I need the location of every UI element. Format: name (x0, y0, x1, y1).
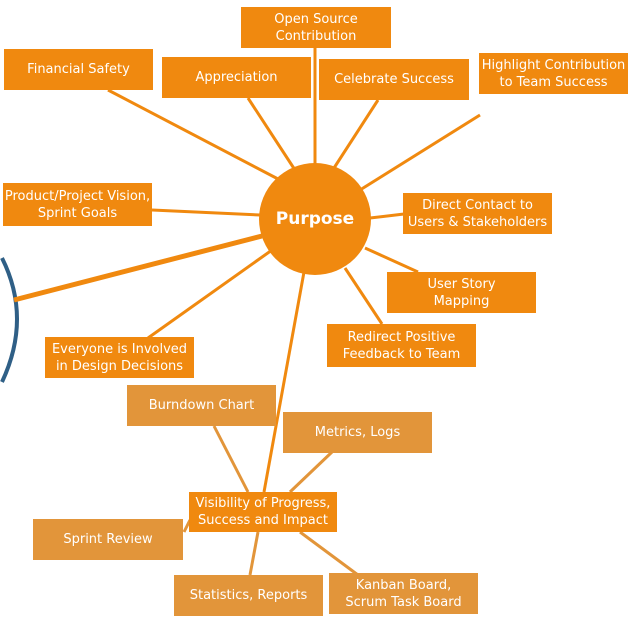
node-financial-safety[interactable]: Financial Safety (4, 49, 153, 90)
node-product-vision[interactable]: Product/Project Vision, Sprint Goals (3, 183, 152, 226)
connector-celebrate-success (332, 99, 380, 169)
node-statistics-reports[interactable]: Statistics, Reports (174, 575, 323, 616)
connector-visibility (262, 271, 306, 493)
node-highlight-contribution[interactable]: Highlight Contribution to Team Success (479, 53, 628, 94)
connector-appreciation (246, 97, 297, 171)
node-everyone-involved[interactable]: Everyone is Involved in Design Decisions (45, 337, 194, 378)
node-sprint-review[interactable]: Sprint Review (33, 519, 183, 560)
node-visibility-progress[interactable]: Visibility of Progress, Success and Impa… (189, 492, 337, 532)
connector-metrics (288, 450, 334, 494)
node-direct-contact[interactable]: Direct Contact to Users & Stakeholders (403, 193, 552, 234)
connector-user-story (364, 246, 419, 274)
node-redirect-feedback[interactable]: Redirect Positive Feedback to Team (327, 324, 476, 367)
connector-financial-safety (107, 88, 281, 182)
node-celebrate-success[interactable]: Celebrate Success (319, 59, 469, 100)
purpose-hub[interactable]: Purpose (259, 163, 371, 275)
connector-highlight-contribution (359, 113, 481, 192)
node-kanban-board[interactable]: Kanban Board, Scrum Task Board (329, 573, 478, 614)
node-user-story-mapping[interactable]: User Story Mapping (387, 272, 536, 313)
connector-statistics (248, 531, 260, 576)
connector-everyone-involved (147, 248, 273, 340)
connector-direct-contact (369, 212, 405, 220)
node-appreciation[interactable]: Appreciation (162, 57, 311, 98)
connector-redirect-feedback (343, 267, 384, 325)
connector-outer-arc (13, 233, 263, 303)
node-burndown-chart[interactable]: Burndown Chart (127, 385, 276, 426)
connector-kanban (299, 530, 359, 577)
node-metrics-logs[interactable]: Metrics, Logs (283, 412, 432, 453)
connector-product-vision (151, 208, 261, 217)
outer-circle-arc (0, 257, 19, 383)
connector-burndown (212, 425, 250, 493)
node-open-source-contribution[interactable]: Open Source Contribution (241, 7, 391, 48)
